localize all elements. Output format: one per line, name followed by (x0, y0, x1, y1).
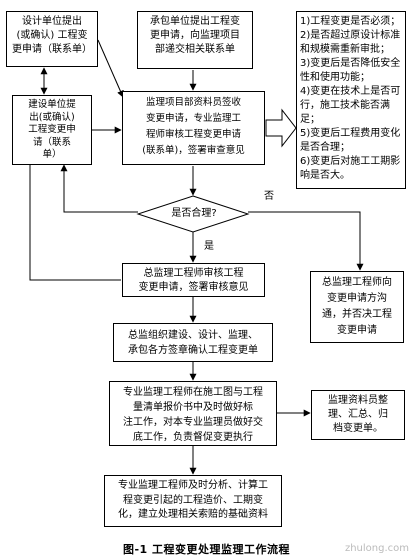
no-label: 否 (264, 191, 274, 202)
chief-negotiate-box: 总监理工程师向 变更申请方沟 通，并否决工程 变更申请 (310, 271, 404, 343)
construction-unit-request-box: 建设单位提 出(或确认) 工程变更申 请（联系 单） (12, 95, 92, 165)
supervisor-annotate-box: 专业监理工程师在施工图与工程 量清单报价书中及时做好标 注工作，对本专业监理员做… (109, 381, 277, 446)
decision-diamond (136, 195, 250, 233)
connector-decision-construction (60, 164, 138, 213)
contractor-request-box: 承包单位提出工程变 更申请，向监理项目 部递交相关联系单 (137, 11, 253, 69)
design-unit-request-box: 设计单位提出 (或确认) 工程变 更申请（联系单） (6, 11, 98, 67)
archive-box: 监理资料员整 理、汇总、归 档变更单。 (311, 390, 405, 440)
watermark: zhulong.com (344, 543, 409, 554)
supervisor-review-box: 监理项目部资料员签收 变更申请，专业监理工 程师审核工程变更申请 (联系单)，签… (122, 91, 265, 165)
checklist-item: 2)是否超过原设计标准和规模需重新审批； (300, 30, 401, 55)
analysis-box: 专业监理工程师及时分析、计算工 程变更引起的工程造价、工期变 化，建立处理相关索… (104, 475, 282, 527)
checklist-item: 6)变更后对施工工期影响是否大。 (300, 156, 401, 181)
checklist-item: 4)变更在技术上是否可行，施工技术能否满足； (300, 86, 401, 125)
decision-label: 是否合理? (171, 208, 217, 219)
review-checklist-box: 1)工程变更是否必须； 2)是否超过原设计标准和规模需重新审批； 3)变更后是否… (296, 11, 406, 189)
connector-chief-construction (29, 165, 121, 281)
yes-label: 是 (204, 241, 214, 252)
checklist-item: 1)工程变更是否必须； (300, 16, 401, 27)
chief-review-box: 总监理工程师审核工程 变更申请，签署审核意见 (122, 263, 265, 297)
chief-organize-box: 总监组织建设、设计、监理、 承包各方签章确认工程变更单 (113, 323, 273, 362)
checklist-item: 5)变更后工程费用变化是否合理； (300, 128, 401, 153)
connector-decision-negotiate (248, 211, 364, 271)
checklist-item: 3)变更后是否降低安全性和使用功能； (300, 58, 401, 83)
connector-design-review (97, 39, 124, 98)
figure-caption: 图-1 工程变更处理监理工作流程 (122, 543, 291, 556)
hollow-arrow (265, 108, 297, 148)
